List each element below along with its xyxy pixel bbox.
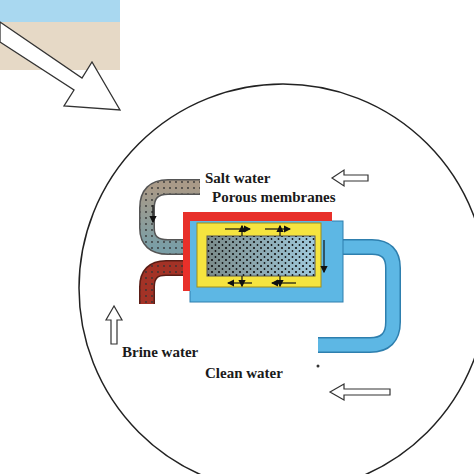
permeate-channel — [190, 221, 343, 302]
circle-outline — [78, 83, 474, 474]
salt-arrow — [332, 170, 368, 186]
magnifier-circle: Salt waterPorous membranesBrine waterCle… — [78, 83, 474, 474]
salt-particles — [207, 236, 315, 276]
hot-channel — [183, 212, 332, 291]
porous-membrane — [197, 223, 321, 287]
vapour-arrows — [153, 205, 324, 286]
feed-channel — [207, 236, 315, 276]
brine-arrow — [106, 306, 122, 344]
flow-label: Porous membranes — [212, 189, 335, 206]
cold-side — [190, 221, 332, 291]
flow-label: Brine water — [122, 344, 198, 361]
flow-label: Clean water — [205, 365, 283, 382]
zoom-arrow — [0, 22, 120, 110]
flow-label: Salt water — [205, 170, 270, 187]
clean-arrow — [330, 384, 390, 400]
dot — [317, 365, 320, 368]
